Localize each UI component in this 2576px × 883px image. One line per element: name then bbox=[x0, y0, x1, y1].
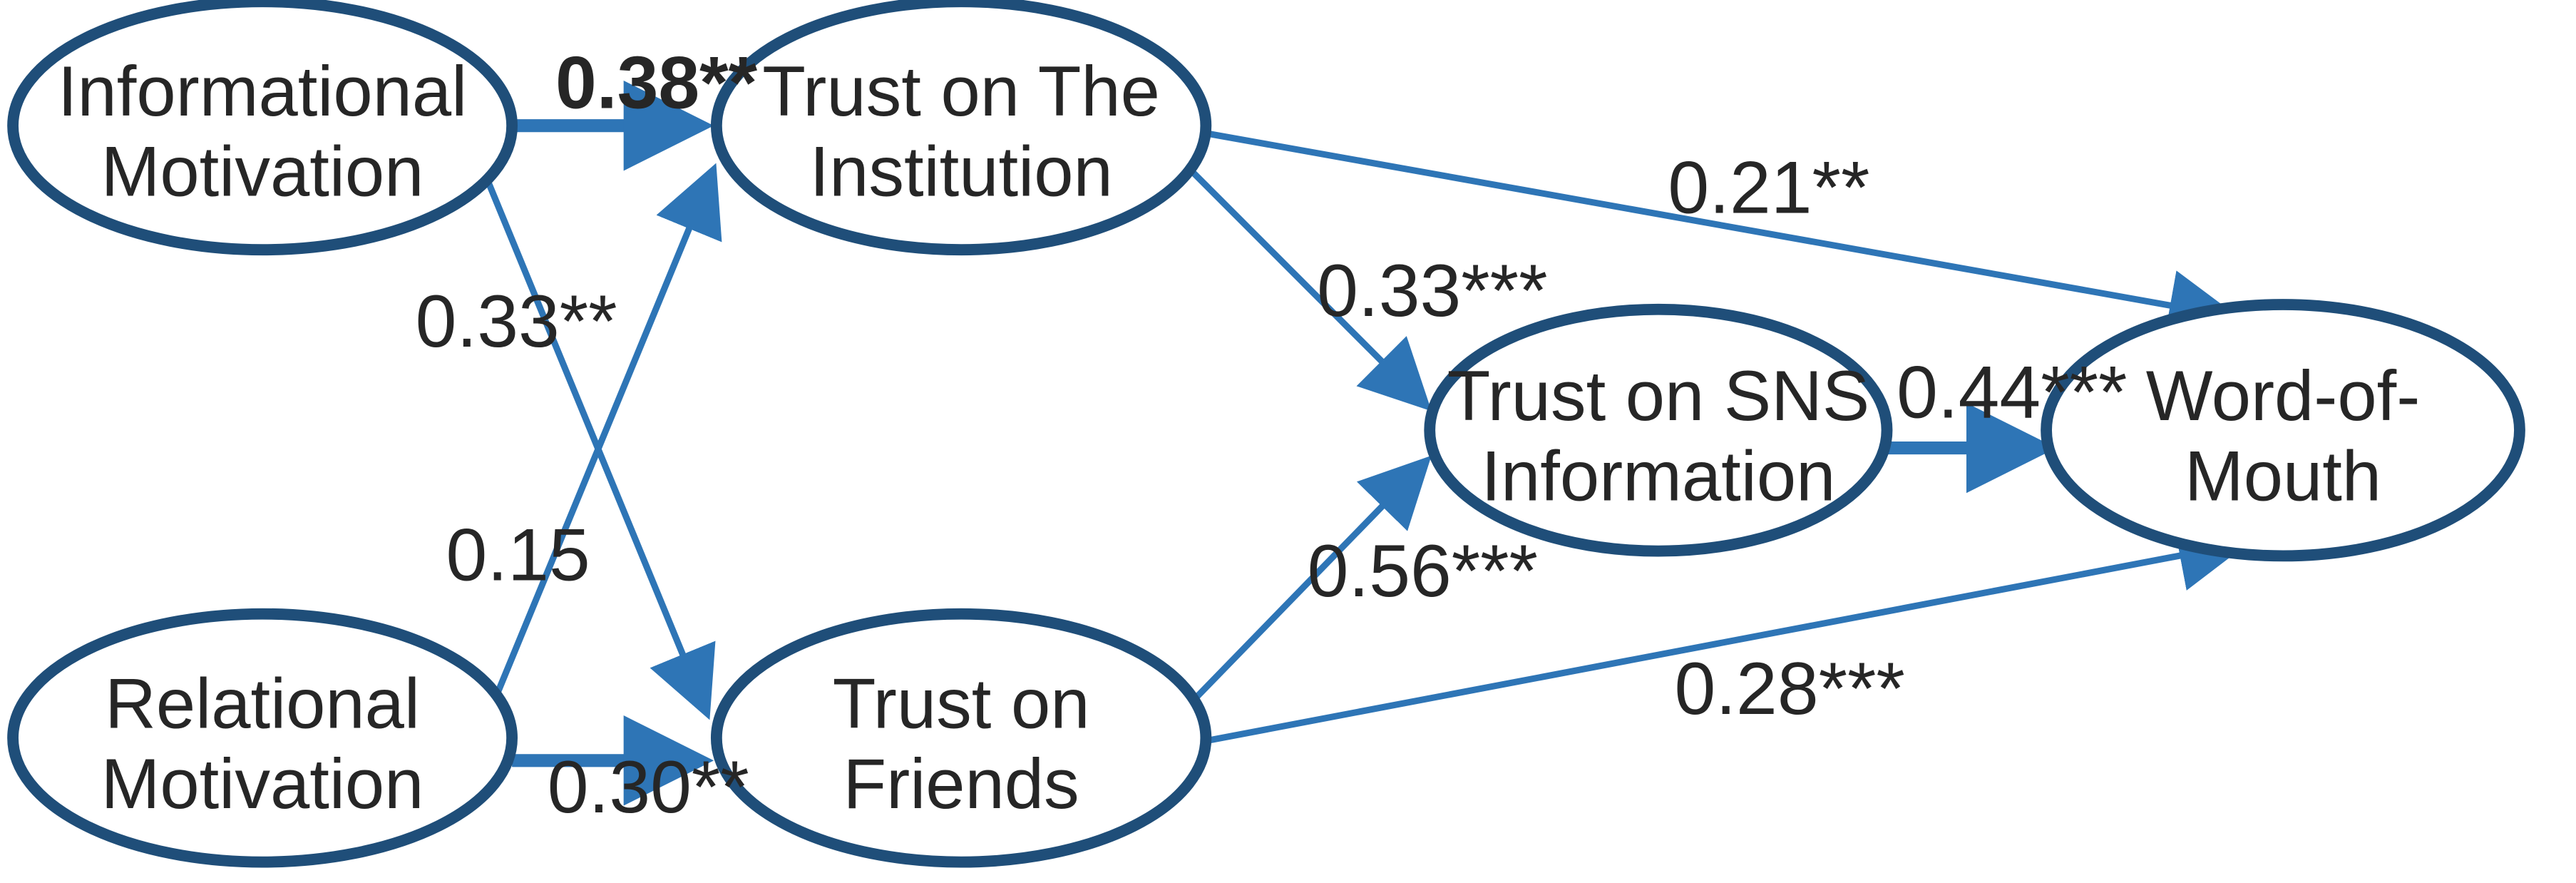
path-friends-to-sns bbox=[1186, 455, 1432, 708]
node-label-line2: Institution bbox=[809, 133, 1112, 212]
node-label-line1: Informational bbox=[58, 52, 467, 131]
node-trust-friends[interactable]: Trust on Friends bbox=[710, 608, 1212, 868]
node-label-line2: Mouth bbox=[2185, 437, 2381, 516]
node-shape[interactable] bbox=[710, 608, 1212, 868]
coefficient-label-rm-to-institution: 0.15 bbox=[446, 514, 590, 597]
node-word-of-mouth[interactable]: Word-of- Mouth bbox=[2041, 299, 2525, 562]
node-label-line1: Relational bbox=[105, 664, 420, 743]
node-shape[interactable] bbox=[2041, 299, 2525, 562]
coefficient-label-im-to-institution: 0.38** bbox=[555, 42, 758, 125]
node-label-line2: Motivation bbox=[101, 133, 424, 212]
coefficient-label-friends-to-sns: 0.56*** bbox=[1308, 530, 1538, 613]
node-shape[interactable] bbox=[1424, 303, 1893, 557]
path-im-to-friends bbox=[480, 168, 716, 720]
path-line bbox=[1179, 158, 1432, 412]
coefficient-label-institution-to-sns: 0.33*** bbox=[1317, 250, 1547, 332]
path-line bbox=[1199, 128, 2240, 341]
path-line bbox=[491, 163, 722, 703]
coefficient-label-im-to-friends: 0.33** bbox=[416, 280, 617, 363]
node-label-line1: Trust on bbox=[833, 664, 1090, 743]
node-label-line2: Motivation bbox=[101, 745, 424, 824]
node-shape[interactable] bbox=[7, 0, 518, 256]
node-shape[interactable] bbox=[7, 608, 518, 868]
node-relational-motivation[interactable]: Relational Motivation bbox=[7, 608, 518, 868]
node-label-line1: Word-of- bbox=[2146, 357, 2421, 436]
coefficient-label-sns-to-wom: 0.44*** bbox=[1897, 351, 2127, 434]
coefficient-label-institution-to-wom: 0.21** bbox=[1668, 147, 1869, 230]
node-label-line2: Information bbox=[1481, 437, 1835, 516]
node-trust-sns-information[interactable]: Trust on SNS Information bbox=[1424, 303, 1893, 557]
node-trust-institution[interactable]: Trust on The Institution bbox=[711, 0, 1212, 256]
path-rm-to-institution bbox=[491, 163, 722, 703]
path-institution-to-sns bbox=[1179, 158, 1432, 412]
path-institution-to-wom bbox=[1199, 128, 2240, 341]
path-line bbox=[1186, 455, 1432, 708]
path-line bbox=[1204, 521, 2250, 745]
path-friends-to-wom bbox=[1204, 521, 2250, 745]
coefficient-label-friends-to-wom: 0.28*** bbox=[1674, 648, 1904, 730]
coefficient-label-rm-to-friends: 0.30** bbox=[548, 746, 749, 829]
node-label-line2: Friends bbox=[843, 745, 1079, 824]
node-label-line1: Trust on SNS bbox=[1447, 357, 1870, 436]
node-shape[interactable] bbox=[711, 0, 1212, 256]
node-label-line1: Trust on The bbox=[762, 52, 1160, 131]
node-informational-motivation[interactable]: Informational Motivation bbox=[7, 0, 518, 256]
path-line bbox=[480, 168, 716, 720]
